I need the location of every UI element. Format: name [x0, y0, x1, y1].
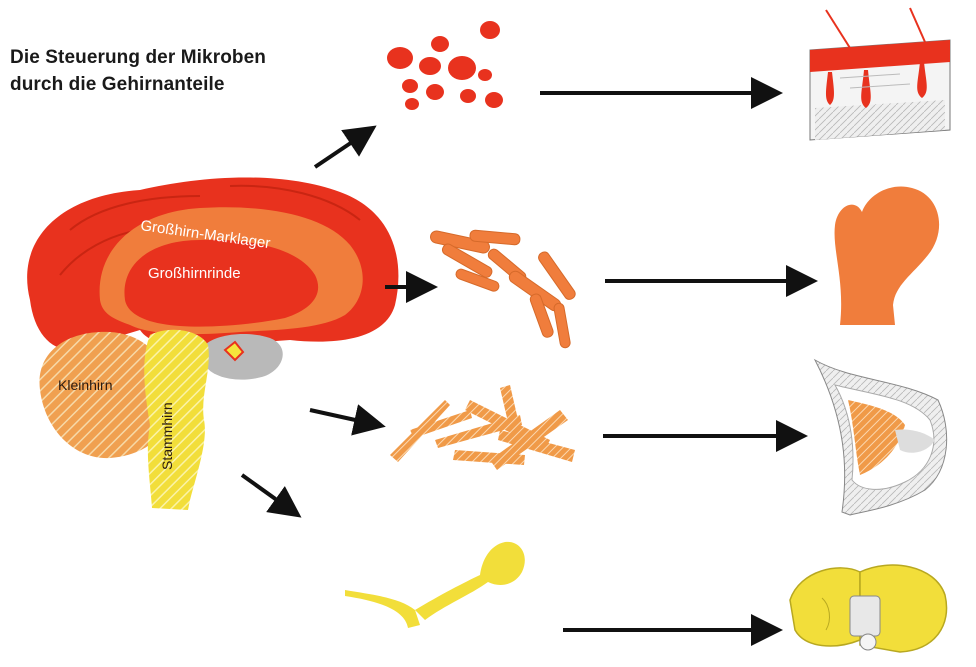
mycobacteria-icon	[390, 385, 575, 470]
label-rinde: Großhirnrinde	[148, 265, 241, 282]
cocci-cluster-icon	[387, 21, 503, 110]
label-kleinhirn: Kleinhirn	[58, 377, 112, 393]
arrow-brain-to-cocci	[315, 130, 370, 167]
liver-icon	[790, 565, 947, 652]
breast-section-icon	[815, 360, 947, 515]
skin-section-icon	[810, 8, 950, 140]
arrow-brain-to-fungus	[242, 475, 295, 513]
label-stammhirn: Stammhirn	[159, 402, 175, 470]
fungus-icon	[345, 542, 525, 628]
brain-illustration: Großhirn-Marklager Großhirnrinde Kleinhi…	[27, 177, 398, 510]
midbrain-region	[205, 334, 283, 380]
femur-head-icon	[835, 187, 940, 325]
bacilli-icon	[429, 230, 577, 349]
arrow-brain-to-myco	[310, 410, 378, 425]
